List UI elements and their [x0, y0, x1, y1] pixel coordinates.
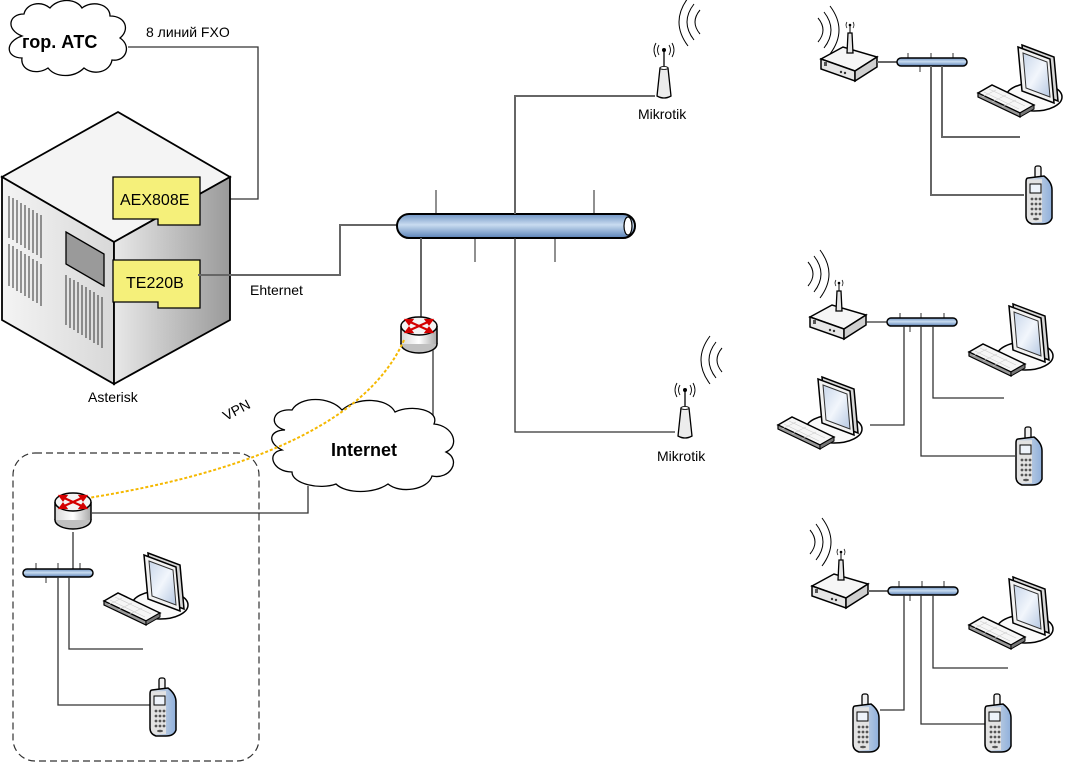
mikrotik-ap-bottom: [674, 382, 696, 439]
site-1-switch: [896, 57, 968, 67]
internet-cloud: Internet: [271, 398, 455, 493]
wireless-waves-icon: [809, 517, 832, 567]
site-1-phone: [1025, 165, 1053, 225]
remote-site-1: [817, 5, 1063, 225]
site-2-switch: [886, 317, 958, 327]
wireless-waves-icon: [700, 335, 723, 385]
card-aex808e: AEX808E: [112, 176, 201, 226]
site-2-phone: [1015, 426, 1043, 486]
wire-branch-phone: [57, 577, 150, 706]
site-1-computer: [977, 44, 1063, 118]
ethernet-label: Ehternet: [250, 282, 303, 298]
site-3-phone-a: [852, 693, 880, 753]
site-2-computer-b: [777, 376, 863, 450]
branch-phone: [149, 677, 177, 737]
mikrotik-bottom-label: Mikrotik: [657, 448, 706, 464]
vpn-tunnel: [87, 339, 405, 499]
branch-computer: [103, 552, 189, 626]
remote-site-2: [777, 249, 1054, 486]
internet-label: Internet: [331, 440, 397, 460]
vpn-label: VPN: [220, 396, 253, 424]
remote-site-3: [809, 517, 1054, 753]
main-router: [399, 315, 439, 355]
wire-branch-pc: [68, 577, 143, 650]
wireless-waves-icon: [807, 249, 830, 299]
site-3-switch: [887, 586, 959, 596]
wifi-access-point: [811, 548, 869, 609]
wifi-access-point: [820, 21, 878, 82]
branch-switch: [22, 563, 94, 583]
card-te220b-label: TE220B: [126, 275, 184, 292]
asterisk-server: Asterisk: [0, 110, 232, 405]
site-2-computer-a: [968, 303, 1054, 377]
wireless-waves-icon: [678, 0, 701, 47]
branch-office-boundary: [12, 452, 260, 762]
wire-mikrotik-top: [514, 95, 655, 214]
branch-router: [53, 491, 93, 531]
pstn-cloud: гор. АТС: [8, 0, 128, 77]
ethernet-wire: [198, 224, 402, 276]
wire-mikrotik-bottom: [514, 238, 675, 433]
wireless-waves-icon: [817, 5, 840, 55]
pstn-label: гор. АТС: [22, 32, 97, 52]
site-3-phone-b: [984, 693, 1012, 753]
card-te220b: TE220B: [112, 259, 201, 309]
mikrotik-ap-top: [653, 42, 675, 99]
wifi-access-point: [809, 279, 867, 340]
site-3-computer: [968, 576, 1054, 650]
card-aex808e-label: AEX808E: [120, 192, 189, 209]
server-label: Asterisk: [88, 389, 139, 405]
fxo-link-label: 8 линий FXO: [146, 24, 230, 40]
wire-internet-branch: [92, 486, 309, 514]
mikrotik-top-label: Mikrotik: [638, 106, 687, 122]
